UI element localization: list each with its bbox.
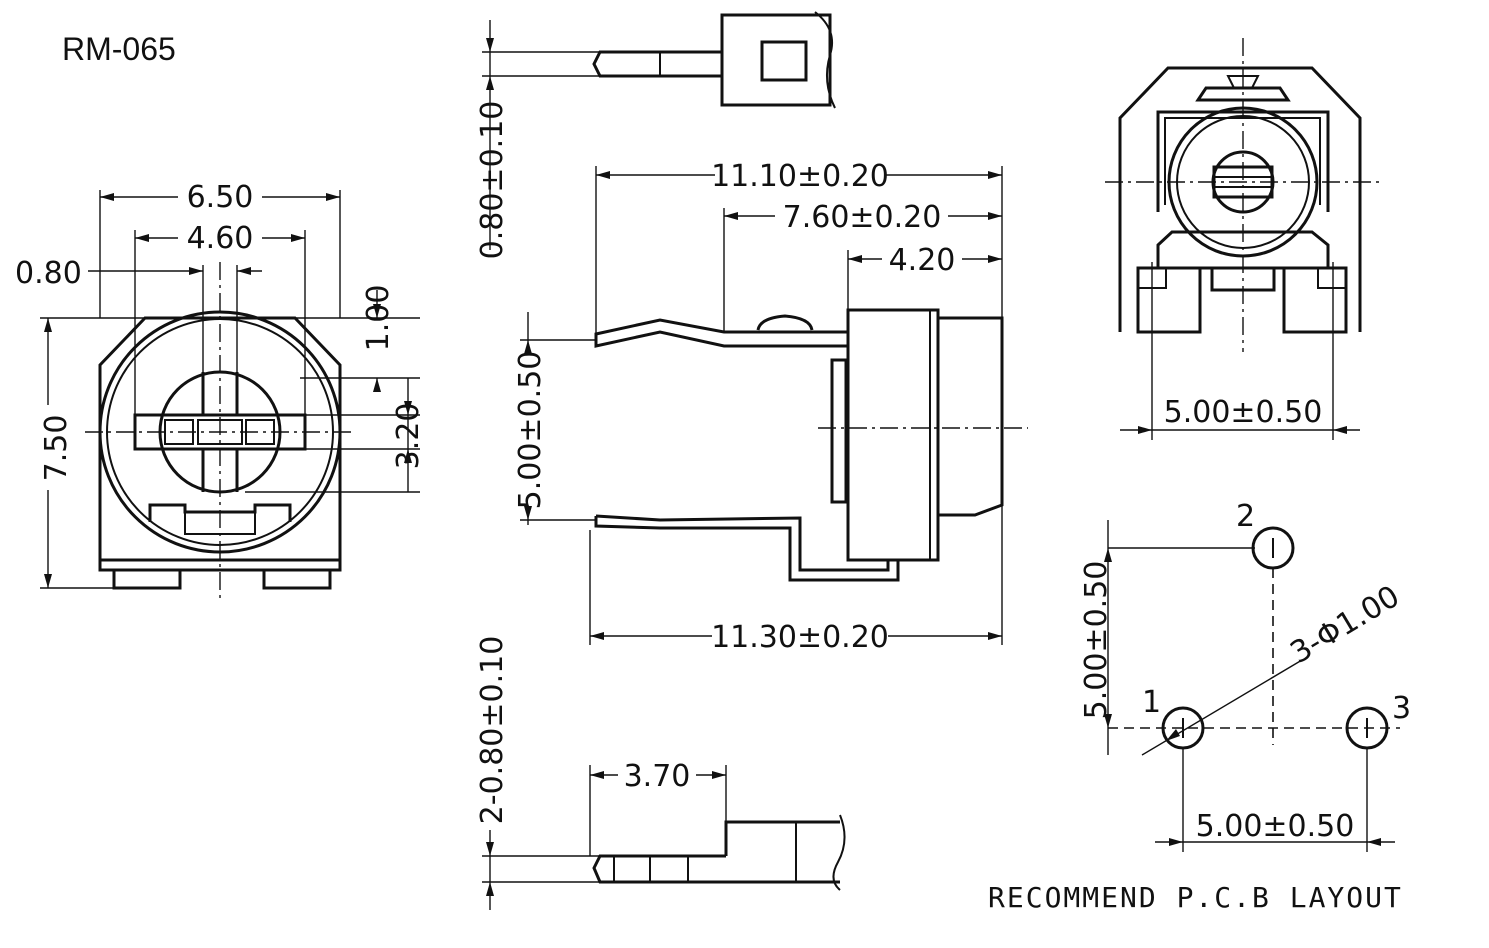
side-dim-pin-thickness-bottom: 2-0.80±0.10: [475, 636, 510, 825]
rear-view: 5.00±0.50: [1105, 38, 1380, 440]
side-main-body: 11.10±0.20 7.60±0.20 4.20 5.00±0.50: [513, 159, 1028, 655]
pcb-dim-horizontal-spacing: 5.00±0.50: [1196, 809, 1355, 844]
pcb-pin-label-2: 2: [1236, 499, 1255, 534]
pcb-pin-label-3: 3: [1392, 691, 1411, 726]
front-dim-overall-width: 6.50: [187, 180, 254, 215]
front-dim-top-offset: 1.00: [361, 285, 396, 352]
side-dim-pin-spacing: 5.00±0.50: [513, 351, 548, 510]
top-pin-detail: 0.80±0.10: [475, 11, 836, 260]
bottom-pin-detail: 3.70 2-0.80±0.10: [475, 636, 846, 910]
rear-body-outline: [1118, 66, 1362, 332]
pcb-pin-label-1: 1: [1142, 685, 1161, 720]
side-dim-knob-depth: 4.20: [889, 243, 956, 278]
part-number-title: RM-065: [62, 31, 176, 67]
front-left-foot: [112, 568, 182, 590]
pcb-dim-vertical-spacing: 5.00±0.50: [1079, 561, 1114, 720]
pcb-layout-caption: RECOMMEND P.C.B LAYOUT: [988, 881, 1403, 914]
front-right-foot: [262, 568, 332, 590]
rear-dim-pin-spacing: 5.00±0.50: [1164, 395, 1323, 430]
front-dim-inner-width: 4.60: [187, 221, 254, 256]
side-dim-pin-thickness-top: 0.80±0.10: [475, 101, 510, 260]
pcb-hole-callout: 3-Φ1.00: [1285, 579, 1406, 671]
side-view: 0.80±0.10 11.10±0.20: [475, 11, 1028, 910]
side-dim-length-lower: 11.30±0.20: [711, 620, 889, 655]
side-dim-length-upper: 11.10±0.20: [711, 159, 889, 194]
side-dim-body-depth: 7.60±0.20: [783, 200, 942, 235]
side-dim-pin-offset: 3.70: [624, 759, 691, 794]
front-dim-slot-width: 0.80: [15, 256, 82, 291]
front-dim-slot-span: 3.20: [391, 403, 426, 470]
front-dim-height: 7.50: [39, 415, 74, 482]
front-view: 6.50 4.60 0.80 7.50 1.00: [15, 180, 426, 600]
pcb-layout: 5.00±0.50 5.00±0.50 3-Φ1.00 1 2 3 RECOMM…: [988, 499, 1411, 914]
